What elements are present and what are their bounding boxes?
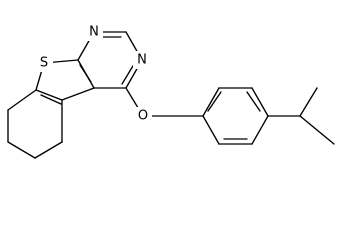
- bond-ph-3-4-inner: [246, 91, 261, 112]
- oxygen-label-bg: [134, 107, 152, 125]
- nitrogen-atom-2: N: [133, 51, 151, 69]
- bond-ph-3-4: [251, 87, 269, 117]
- bond-c5-c4: [34, 141, 63, 159]
- oxygen-label: O: [138, 109, 148, 124]
- bond-c7a-c3a: [35, 89, 63, 101]
- bond-ph-1-2: [202, 87, 220, 117]
- bond-c4a-c8a-inner: [79, 64, 92, 83]
- chemical-structure: S N N O: [7, 23, 335, 159]
- sulfur-label: S: [40, 56, 48, 71]
- nitrogen-1-label-bg: [85, 23, 103, 41]
- bond-c7a-c3a-inner: [40, 94, 62, 105]
- nitrogen-1-label: N: [89, 25, 99, 40]
- nitrogen-atom-1: N: [85, 23, 103, 41]
- bond-lines: [7, 31, 335, 159]
- atom-labels: S N N O: [35, 23, 152, 125]
- nitrogen-2-label-bg: [133, 51, 151, 69]
- bond-ph-4-5: [251, 115, 269, 145]
- oxygen-atom: O: [134, 107, 152, 125]
- bond-ipr-me1: [299, 87, 318, 117]
- sulfur-atom: S: [35, 54, 53, 72]
- bond-ph-6-1: [202, 115, 220, 145]
- sulfur-label-bg: [35, 54, 53, 72]
- bond-ipr-me2: [299, 115, 335, 145]
- bond-c3a-c4a: [61, 87, 95, 101]
- bond-c6-c5: [7, 141, 36, 159]
- nitrogen-2-label: N: [137, 53, 147, 68]
- bond-ph-1-2-inner: [207, 91, 222, 112]
- bond-c7a-c7: [7, 89, 37, 111]
